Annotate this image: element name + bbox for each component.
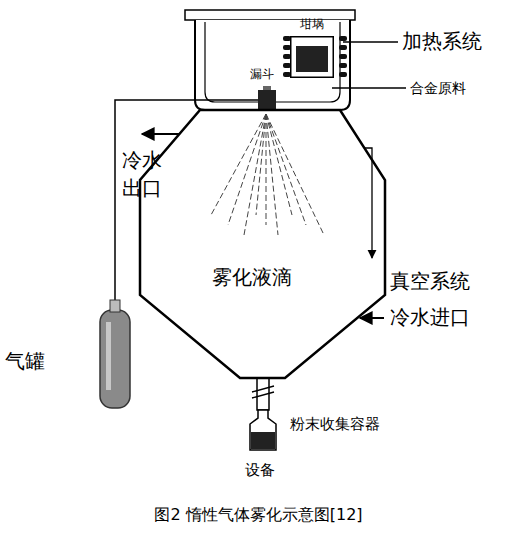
spray-line <box>256 114 266 215</box>
part-label: 冷水出口 <box>122 146 166 202</box>
leader-line <box>332 87 406 88</box>
spray-lines <box>211 114 324 235</box>
powder-container-outline <box>248 410 278 452</box>
node-label: 粉末收集容器 <box>290 416 380 433</box>
coil-turn <box>339 72 347 77</box>
funnel-nozzle: 漏斗 <box>258 90 276 110</box>
atomization-chamber-outline <box>140 110 385 378</box>
coil-turn <box>339 54 347 59</box>
part-label: 设备 <box>245 462 275 479</box>
water-outlet-arrow <box>142 133 179 135</box>
coil-turn <box>283 36 291 41</box>
part-label: 冷水进口 <box>390 306 470 329</box>
spray-line <box>228 114 266 225</box>
box-rim <box>185 10 355 20</box>
node-label: 坩埚 <box>300 18 324 32</box>
node-label: 气罐 <box>5 350 45 373</box>
part-label: 合金原料 <box>410 80 466 96</box>
powder-container: 粉末收集容器 <box>248 410 278 452</box>
coil-turn <box>283 54 291 59</box>
funnel-nozzle-outline <box>258 90 276 110</box>
spray-line <box>266 114 292 215</box>
crucible-box-outline <box>290 36 334 78</box>
part-label: 加热系统 <box>402 30 482 53</box>
crucible-box: 坩埚 <box>290 36 334 78</box>
box-wall <box>195 20 350 110</box>
coil-turn <box>339 36 347 41</box>
spray-line <box>266 114 267 225</box>
node-label: 雾化液滴 <box>212 266 292 289</box>
spray-line <box>266 114 278 235</box>
figure-caption: 图2 惰性气体雾化示意图[12] <box>154 506 362 524</box>
spray-line <box>266 114 306 225</box>
coil-turn <box>283 72 291 77</box>
part-label: 真空系统 <box>390 270 470 293</box>
spray-line <box>244 114 266 235</box>
water-inlet-arrow <box>360 317 384 319</box>
coil-turn <box>339 63 347 68</box>
vacuum-line <box>364 148 372 258</box>
spray-line <box>266 114 324 235</box>
gas-tank-outline <box>100 300 130 408</box>
coil-turn <box>283 63 291 68</box>
gas-tank: 气罐 <box>100 300 130 408</box>
heating-coils <box>283 36 347 77</box>
valve-marks <box>252 386 274 398</box>
coil-turn <box>339 45 347 50</box>
spray-line <box>211 114 266 215</box>
atomization-chamber: 雾化液滴 <box>140 110 385 378</box>
coil-turn <box>283 45 291 50</box>
leader-line <box>343 41 398 42</box>
node-label: 漏斗 <box>250 68 274 82</box>
